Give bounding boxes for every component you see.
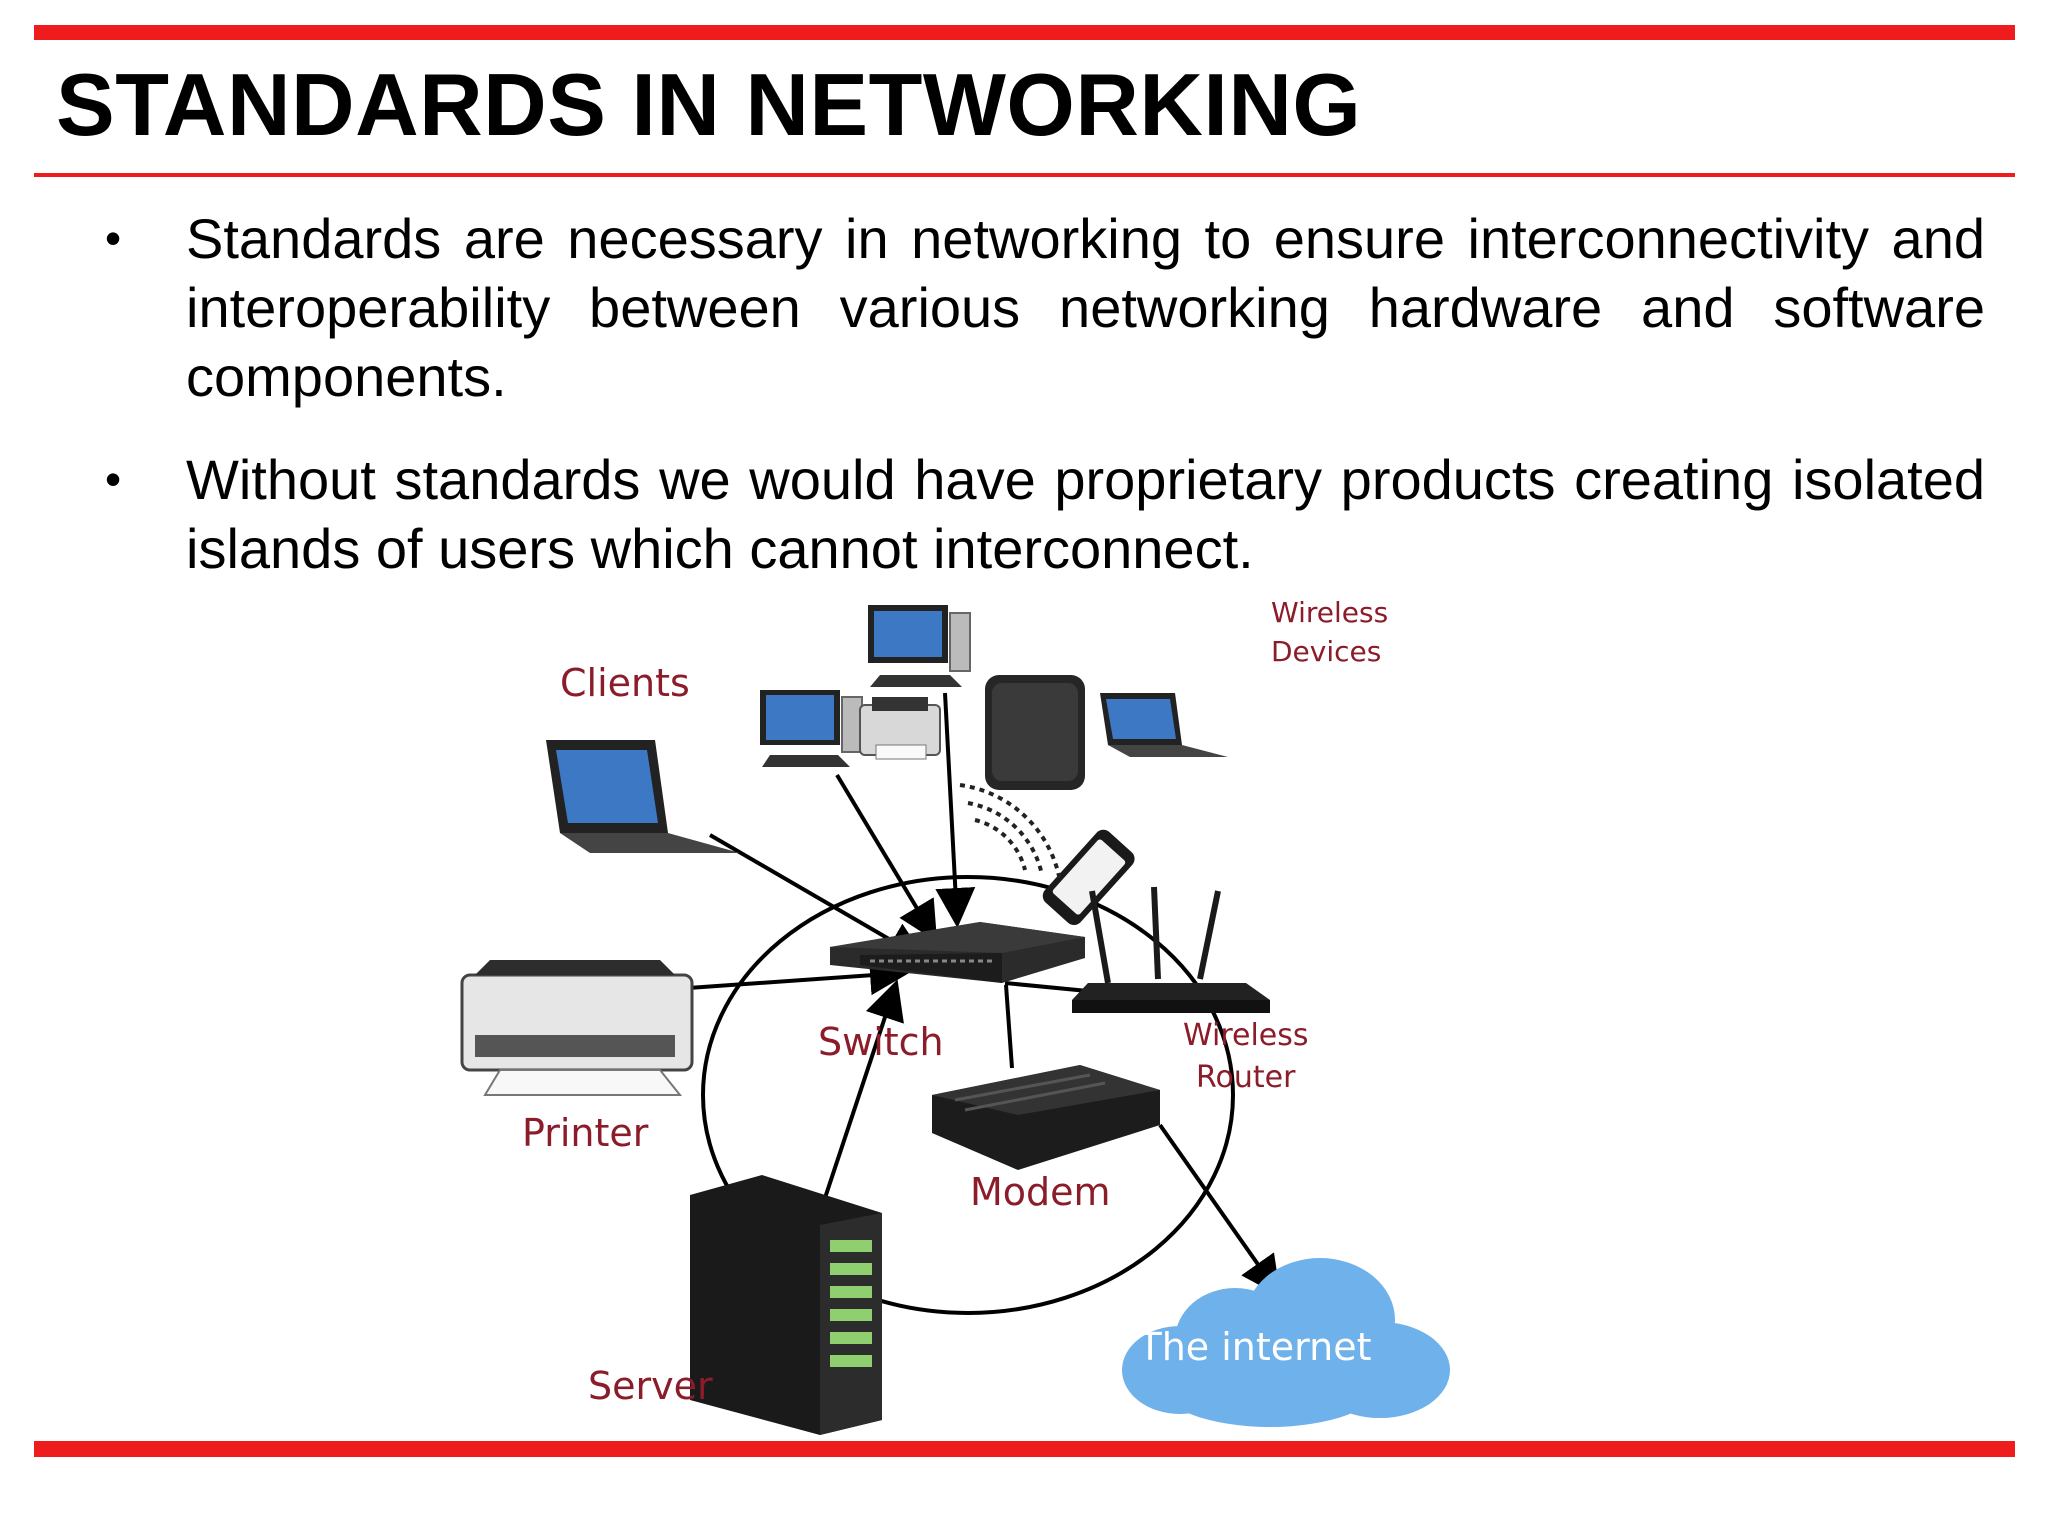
top-accent-bar — [34, 25, 2015, 40]
laptop-icon — [546, 740, 740, 853]
switch-label: Switch — [818, 1020, 944, 1064]
bullet-item: • Standards are necessary in networking … — [100, 204, 1985, 411]
wireless-router-label: Wireless — [1183, 1018, 1309, 1053]
lan-boundary — [701, 875, 1235, 1315]
wireless-router-label: Router — [1196, 1060, 1296, 1095]
modem-label: Modem — [970, 1170, 1111, 1214]
server-label: Server — [588, 1364, 713, 1408]
printer-icon — [859, 697, 941, 760]
internet-label: The internet — [1138, 1325, 1372, 1369]
bullet-text: Standards are necessary in networking to… — [186, 207, 1985, 408]
bullet-marker: • — [105, 453, 122, 505]
printer-label: Printer — [522, 1111, 649, 1155]
desktop-computer-icon — [760, 690, 863, 767]
slide-title: STANDARDS IN NETWORKING — [56, 55, 1362, 154]
bullet-text: Without standards we would have propriet… — [186, 448, 1985, 580]
connection-lines — [659, 692, 1281, 1297]
modem-icon — [932, 1065, 1160, 1170]
wireless-devices-label: Devices — [1271, 635, 1381, 668]
server-icon — [690, 1175, 882, 1435]
bullet-item: • Without standards we would have propri… — [100, 445, 1985, 583]
laptop-icon — [1100, 693, 1228, 757]
printer-icon — [460, 960, 694, 1096]
wifi-signal-icon — [959, 783, 1062, 882]
network-switch-icon — [830, 922, 1085, 983]
desktop-computer-icon — [868, 605, 971, 687]
bottom-accent-bar — [34, 1441, 2015, 1457]
clients-label: Clients — [560, 661, 690, 705]
wireless-router-icon — [1072, 886, 1270, 1013]
smartphone-icon — [1042, 829, 1135, 926]
bullet-marker: • — [105, 212, 122, 264]
wireless-speaker-icon — [985, 675, 1085, 790]
wireless-devices-label: Wireless — [1271, 596, 1388, 629]
cloud-icon — [1122, 1258, 1450, 1427]
network-diagram: Clients Wireless Devices Switch Wireless… — [460, 596, 1450, 1435]
title-underline — [34, 173, 2015, 177]
bullet-list: • Standards are necessary in networking … — [100, 204, 1985, 617]
